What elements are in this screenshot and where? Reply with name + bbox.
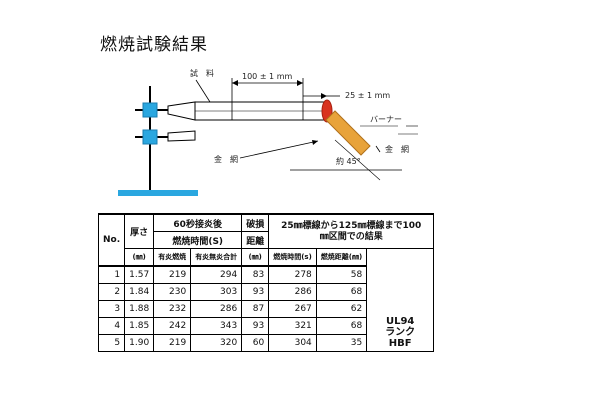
rank-line1: UL94	[385, 316, 415, 327]
angle-line	[334, 139, 381, 181]
clamp-upper	[142, 102, 158, 118]
header-distance-unit: (㎜)	[241, 248, 270, 267]
table-cell-thickness: 1.84	[124, 283, 155, 301]
dimension-100-arrow-right	[297, 80, 303, 86]
header-sec-burn-time: 燃焼時間(s)	[268, 248, 317, 267]
table-row: 3 1.88 232 286 87 267 62	[97, 300, 434, 318]
table-cell-total: 286	[190, 300, 243, 318]
label-sample-leader	[195, 79, 211, 103]
header-thickness: 厚さ	[124, 213, 155, 249]
table-cell-sec-time: 304	[268, 334, 317, 352]
header-total-time: 有炎無炎合計	[190, 248, 243, 267]
rank-line3: HBF	[388, 338, 412, 349]
table-cell-damage: 93	[241, 283, 270, 301]
label-sample: 試 料	[190, 68, 214, 78]
table-cell-total: 294	[190, 265, 243, 284]
burner	[325, 110, 371, 156]
results-table: No. 厚さ 60秒接炎後 破損 25㎜標線から125㎜標線まで100 ㎜区間で…	[97, 213, 435, 352]
table-row: 5 1.90 219 320 60 304 35	[97, 334, 434, 352]
table-cell-sec-time: 267	[268, 300, 317, 318]
table-cell-sec-time: 321	[268, 317, 317, 335]
table-cell-sec-dist: 68	[315, 317, 368, 335]
table-cell-total: 343	[190, 317, 243, 335]
header-burn-time: 燃焼時間(S)	[153, 231, 243, 249]
header-distance: 距離	[241, 231, 270, 249]
table-cell-damage: 83	[241, 265, 270, 284]
table-cell-no: 3	[97, 300, 126, 318]
label-100mm: 100 ± 1 mm	[242, 72, 292, 81]
test-apparatus-diagram: 100 ± 1 mm 25 ± 1 mm 試 料 バーナー 金 網 金 網 約 …	[118, 68, 418, 196]
table-cell-total: 303	[190, 283, 243, 301]
table-cell-no: 4	[97, 317, 126, 335]
table-cell-no: 5	[97, 334, 126, 352]
table-cell-thickness: 1.90	[124, 334, 155, 352]
table-cell-no: 2	[97, 283, 126, 301]
table-cell-damage: 87	[241, 300, 270, 318]
label-burner: バーナー	[370, 115, 402, 124]
header-section: 25㎜標線から125㎜標線まで100 ㎜区間での結果	[268, 213, 435, 249]
table-cell-sec-dist: 62	[315, 300, 368, 318]
table-cell-flame: 232	[153, 300, 192, 318]
stand-base	[118, 190, 198, 196]
table-cell-flame: 219	[153, 334, 192, 352]
table-cell-sec-time: 278	[268, 265, 317, 284]
table-cell-flame: 219	[153, 265, 192, 284]
table-cell-total: 320	[190, 334, 243, 352]
table-cell-sec-dist: 35	[315, 334, 368, 352]
table-cell-damage: 60	[241, 334, 270, 352]
table-cell-sec-dist: 58	[315, 265, 368, 284]
table-cell-flame: 242	[153, 317, 192, 335]
header-sec-burn-dist: 燃焼距離(㎜)	[315, 248, 368, 267]
label-wire-right: 金 網	[385, 144, 409, 154]
label-angle: 約 45°	[336, 156, 361, 166]
table-cell-thickness: 1.57	[124, 265, 155, 284]
gauze-right-mark	[375, 145, 381, 153]
header-60sec: 60秒接炎後	[153, 213, 243, 232]
table-cell-damage: 93	[241, 317, 270, 335]
table-cell-sec-dist: 68	[315, 283, 368, 301]
clamp-lower	[142, 129, 158, 145]
table-cell-no: 1	[97, 265, 126, 284]
table-cell-flame: 230	[153, 283, 192, 301]
gauze-leader	[239, 140, 319, 159]
gauze-leader-arrow	[312, 140, 318, 145]
header-thickness-unit: (㎜)	[124, 248, 155, 267]
specimen-holder	[167, 101, 196, 121]
table-cell-thickness: 1.88	[124, 300, 155, 318]
header-section-line2: ㎜区間での結果	[319, 231, 383, 242]
rank-cell: UL94 ランク HBF	[366, 248, 435, 352]
table-cell-sec-time: 286	[268, 283, 317, 301]
dimension-25-arrow	[321, 93, 327, 99]
rank-line2: ランク	[385, 327, 416, 338]
gauze-holder	[167, 130, 196, 142]
header-damage: 破損	[241, 213, 270, 232]
label-25mm: 25 ± 1 mm	[345, 91, 390, 100]
table-cell-thickness: 1.85	[124, 317, 155, 335]
header-flame-time: 有炎燃焼	[153, 248, 192, 267]
dimension-100-arrow-left	[232, 80, 238, 86]
header-section-line1: 25㎜標線から125㎜標線まで100	[281, 220, 422, 231]
label-wire-left: 金 網	[214, 154, 238, 164]
page-title: 燃焼試験結果	[100, 35, 208, 55]
header-no: No.	[97, 213, 126, 267]
